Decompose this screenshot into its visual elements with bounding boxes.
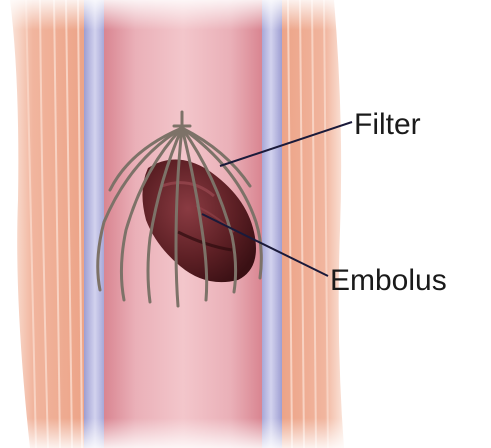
vessel-wall-right (260, 0, 282, 448)
filter-label: Filter (354, 110, 421, 140)
muscle-left (10, 0, 86, 448)
muscle-right (280, 0, 344, 448)
embolus-label: Embolus (330, 266, 447, 296)
